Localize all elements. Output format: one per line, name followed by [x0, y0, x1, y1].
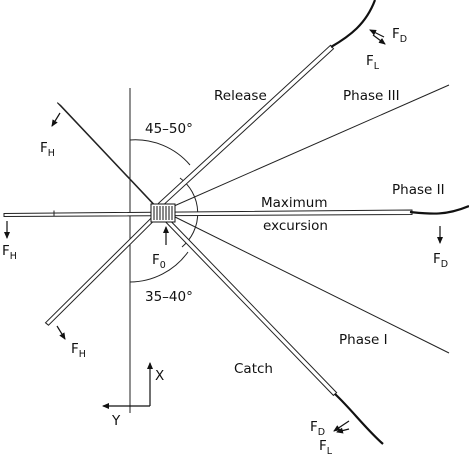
label-fh-upper: FH	[40, 140, 55, 159]
label-fd-excursion: FD	[433, 251, 448, 270]
label-catch: Catch	[234, 361, 273, 377]
label-excursion: excursion	[263, 218, 328, 234]
label-angle-lower: 35–40°	[145, 289, 193, 305]
label-fh-left: FH	[2, 243, 17, 262]
label-phase-i: Phase I	[339, 332, 388, 348]
label-maximum: Maximum	[261, 195, 328, 211]
oar-maximum-excursion	[3, 204, 469, 218]
label-f0: F0	[152, 252, 166, 271]
oarlock-pivot	[150, 203, 176, 223]
label-fl-catch: FL	[319, 438, 333, 455]
force-arrow-fl-release	[372, 34, 386, 45]
label-axis-x: X	[155, 368, 164, 384]
label-axis-y: Y	[111, 413, 121, 429]
force-arrow-fh-lower	[56, 325, 66, 340]
oar-catch	[156, 209, 384, 445]
phase-boundary-lower	[164, 211, 450, 354]
oar-lower-left	[44, 210, 163, 326]
angle-arc-lower	[129, 251, 189, 283]
label-angle-upper: 45–50°	[145, 121, 193, 137]
phase-boundary-upper	[164, 84, 450, 211]
label-release: Release	[214, 88, 267, 104]
label-fh-lower: FH	[71, 341, 86, 360]
label-fd-catch: FD	[310, 419, 325, 438]
label-phase-ii: Phase II	[392, 182, 445, 198]
label-phase-iii: Phase III	[343, 88, 400, 104]
force-arrow-fl-catch	[336, 427, 350, 434]
oar-upper-left	[56, 102, 163, 213]
force-arrow-fd-release	[369, 29, 385, 38]
label-fd-release: FD	[392, 26, 407, 45]
angle-arc-upper	[129, 139, 191, 166]
force-arrow-fh-upper	[51, 112, 61, 127]
label-fl-release: FL	[366, 53, 380, 72]
